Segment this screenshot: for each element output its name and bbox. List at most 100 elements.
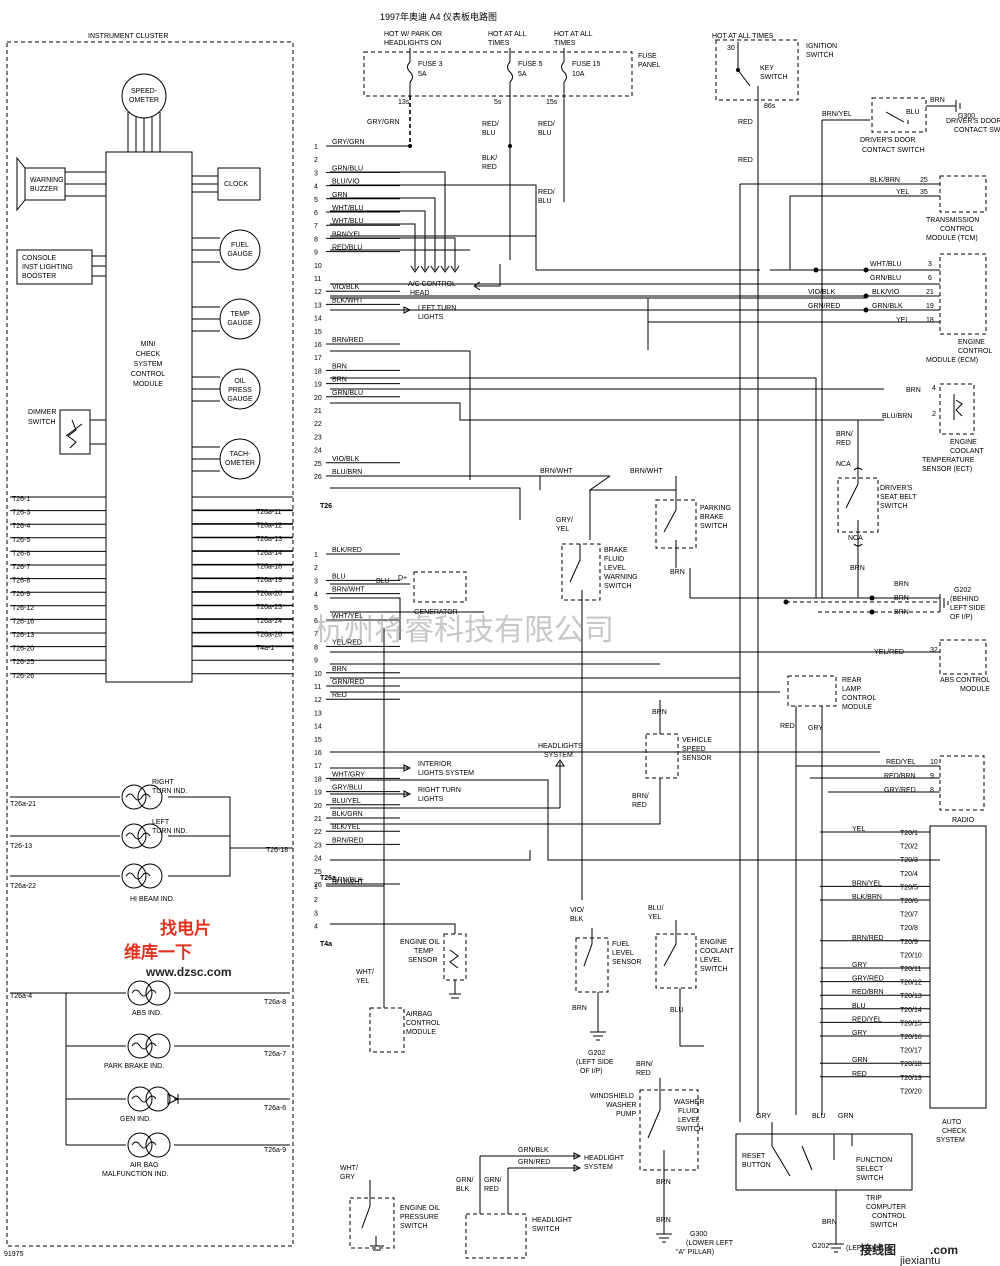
svg-text:WARNING: WARNING — [30, 177, 64, 184]
cluster-title: INSTRUMENT CLUSTER — [88, 33, 168, 40]
auto-check-pin: T20/15 — [900, 1020, 922, 1027]
svg-text:SPEED: SPEED — [682, 746, 706, 753]
pin-number: 11 — [314, 276, 321, 283]
svg-text:RESET: RESET — [742, 1153, 766, 1160]
svg-text:VIO/: VIO/ — [570, 907, 584, 914]
svg-text:SYSTEM: SYSTEM — [544, 752, 573, 759]
svg-text:COOLANT: COOLANT — [950, 448, 985, 455]
svg-text:OF I/P): OF I/P) — [950, 614, 973, 621]
svg-text:TEMPERATURE: TEMPERATURE — [922, 457, 975, 464]
temp-gauge: TEMP GAUGE — [192, 298, 261, 340]
svg-text:"A" PILLAR): "A" PILLAR) — [676, 1249, 714, 1256]
pin-number: 9 — [314, 658, 318, 665]
cluster-pin-label: T26a-18 — [256, 563, 282, 570]
trip-computer-switch: RESET BUTTON FUNCTION SELECT SWITCH GRY … — [735, 1113, 913, 1253]
svg-text:RED/: RED/ — [482, 121, 499, 128]
svg-text:NCA: NCA — [836, 461, 851, 468]
auto-check-pin: T20/17 — [900, 1048, 922, 1055]
svg-text:TURN IND.: TURN IND. — [152, 828, 187, 835]
svg-text:T26a: T26a — [320, 875, 336, 882]
wire-color: RED/YEL — [852, 1016, 882, 1023]
svg-text:GRY/RED: GRY/RED — [884, 787, 916, 794]
pin-number: 16 — [314, 342, 322, 349]
fuse-icon — [561, 61, 567, 83]
svg-text:BRN: BRN — [894, 609, 909, 616]
pin-number: 23 — [314, 434, 322, 441]
ecm: WHT/BLU 3 GRN/BLU 6 BLK/VIO 21 GRN/BLK 1… — [330, 196, 992, 364]
auto-check-pin: T20/11 — [900, 966, 921, 973]
svg-text:MALFUNCTION IND.: MALFUNCTION IND. — [102, 1171, 169, 1178]
cluster-pin-label: T26a-20 — [256, 591, 282, 598]
pin-number: 5 — [314, 605, 318, 612]
park-brake-indicator: PARK BRAKE IND. T26a-7 — [66, 1033, 290, 1070]
pin-number: 1 — [314, 552, 318, 559]
pin-number: 23 — [314, 842, 322, 849]
svg-text:GRN/: GRN/ — [484, 1177, 502, 1184]
svg-text:ENGINE: ENGINE — [700, 939, 727, 946]
svg-text:25: 25 — [920, 177, 928, 184]
svg-text:BRN: BRN — [656, 1179, 671, 1186]
oil-press-gauge: OIL PRESS GAUGE — [192, 368, 261, 410]
svg-text:BLK: BLK — [456, 1186, 470, 1193]
svg-text:SYSTEM: SYSTEM — [134, 361, 163, 368]
svg-text:T26a-22: T26a-22 — [10, 883, 36, 890]
svg-text:BUTTON: BUTTON — [742, 1162, 771, 1169]
wire-color: BLU — [332, 573, 346, 580]
svg-text:BLU: BLU — [482, 130, 496, 137]
svg-text:ABS CONTROL: ABS CONTROL — [940, 677, 990, 684]
svg-text:WINDSHIELD: WINDSHIELD — [590, 1093, 634, 1100]
svg-text:RED/: RED/ — [538, 121, 555, 128]
cluster-pin-label: T26-1 — [12, 496, 30, 503]
pin-number: 24 — [314, 448, 322, 455]
auto-check-pin: T20/16 — [900, 1034, 922, 1041]
svg-text:BLU: BLU — [906, 109, 920, 116]
svg-text:G202: G202 — [588, 1050, 605, 1057]
svg-text:GRY: GRY — [340, 1174, 355, 1181]
cluster-pin-label: T4a-1 — [256, 645, 274, 652]
instrument-cluster: INSTRUMENT CLUSTER MINI CHECK SYSTEM CON… — [6, 33, 294, 1247]
svg-text:SENSOR: SENSOR — [408, 957, 438, 964]
wire-color: RED — [332, 692, 347, 699]
pin-number: 7 — [314, 223, 318, 230]
rear-lamp-module: REAR LAMP CONTROL MODULE RED GRY — [780, 675, 876, 1115]
svg-text:BUZZER: BUZZER — [30, 186, 58, 193]
svg-text:TRANSMISSION: TRANSMISSION — [926, 217, 979, 224]
svg-text:(LEFT SIDE: (LEFT SIDE — [576, 1059, 614, 1066]
brake-fluid-switch: BRN/WHT BRN/WHT GRY/ YEL BRAKE FLUID LEV… — [540, 468, 677, 900]
pin-number: 8 — [314, 236, 318, 243]
ground-icon — [926, 100, 961, 112]
svg-text:SENSOR: SENSOR — [612, 959, 642, 966]
wire-color: WHT/BLU — [332, 218, 364, 225]
svg-text:YEL: YEL — [356, 978, 369, 985]
svg-text:CONTACT SWITCH: CONTACT SWITCH — [862, 147, 925, 154]
svg-text:AIRBAG: AIRBAG — [406, 1011, 432, 1018]
cluster-pin-label: T26-6 — [12, 550, 30, 557]
pin-number: 21 — [314, 816, 322, 823]
pin-number: 24 — [314, 856, 322, 863]
oil-pressure-switch: WHT/ GRY ENGINE OIL PRESSURE SWITCH — [340, 1165, 440, 1251]
svg-text:35: 35 — [920, 189, 928, 196]
svg-text:SENSOR: SENSOR — [682, 755, 712, 762]
svg-text:30: 30 — [727, 45, 735, 52]
svg-text:BRAKE: BRAKE — [604, 547, 628, 554]
svg-text:ENGINE: ENGINE — [958, 339, 985, 346]
wire-color: RED/BLU — [332, 245, 362, 252]
svg-text:RED: RED — [484, 1186, 499, 1193]
svg-text:RED: RED — [636, 1070, 651, 1077]
svg-text:FUSE 3: FUSE 3 — [418, 61, 443, 68]
vehicle-speed-sensor: BRN VEHICLE SPEED SENSOR BRN/ RED — [330, 700, 712, 825]
svg-text:SYSTEM: SYSTEM — [936, 1137, 965, 1144]
pin-number: 17 — [314, 763, 322, 770]
svg-text:BRN/WHT: BRN/WHT — [540, 468, 573, 475]
svg-text:T26a-7: T26a-7 — [264, 1051, 286, 1058]
wire-color: BRN/WHT — [332, 587, 365, 594]
svg-text:BRN: BRN — [906, 387, 921, 394]
svg-text:YEL: YEL — [648, 914, 661, 921]
cluster-pin-label: T26a-12 — [256, 523, 282, 530]
wire-color: GRY/GRN — [332, 139, 365, 146]
radio: RADIO RED/YEL 10 RED/BRN 9 GRY/RED 8 — [796, 755, 985, 824]
svg-text:RED/: RED/ — [538, 189, 555, 196]
parking-brake-switch: PARKING BRAKE SWITCH BRN — [655, 499, 731, 576]
buzzer-icon — [16, 156, 26, 212]
